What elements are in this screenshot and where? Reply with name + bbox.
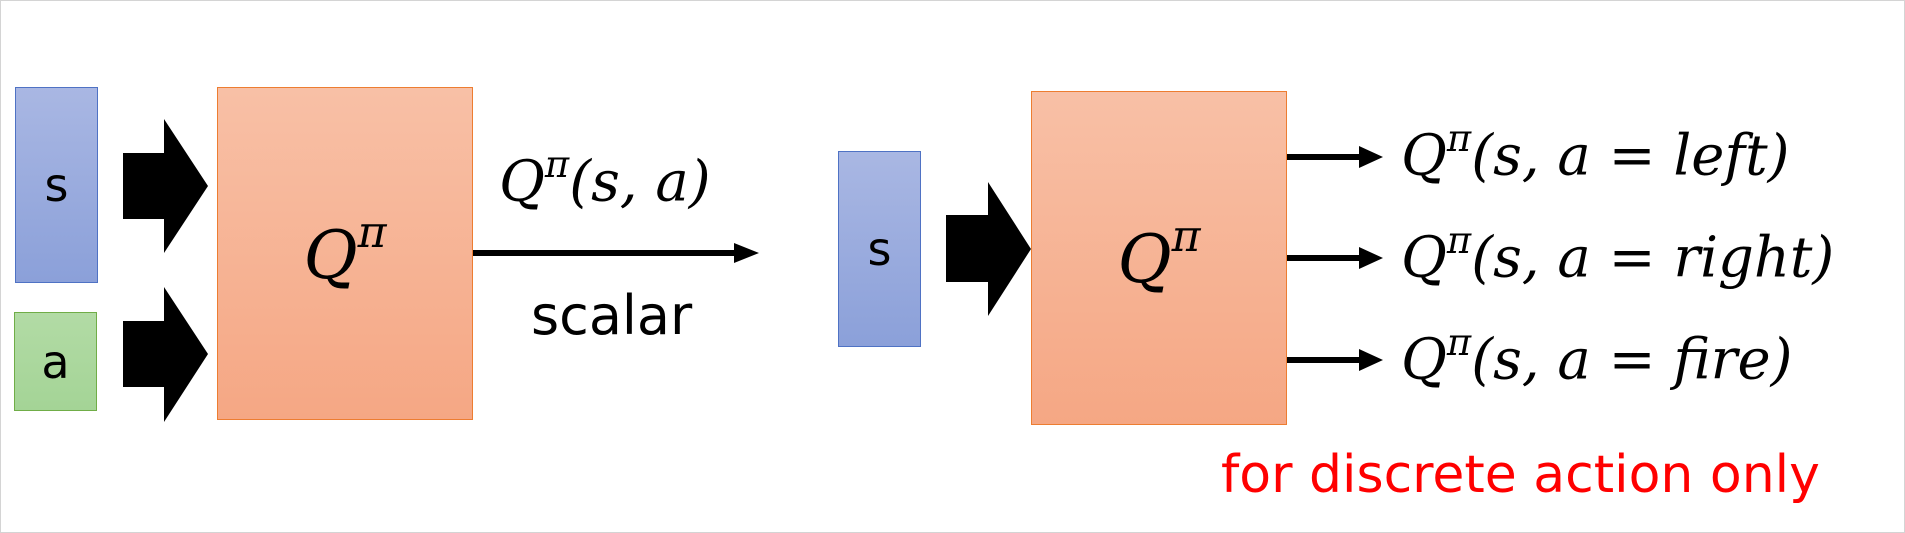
q-output-fire: Qπ(s, a = fire) [1401,321,1793,393]
q-output-expression: Qπ(s, a) [499,143,711,215]
q-output-left: Qπ(s, a = left) [1401,117,1790,189]
block-arrow-action-to-network [123,287,208,422]
scalar-caption: scalar [531,284,693,347]
state-input-box: s [15,87,98,283]
state-label: s [44,158,69,212]
state-label-right: s [867,222,892,276]
state-input-box-right: s [838,151,921,347]
output-arrow-left-head [1359,146,1383,168]
discrete-action-note: for discrete action only [1221,445,1820,505]
q-network-label: Qπ [303,206,387,294]
block-arrow-state-to-network [123,119,208,253]
output-arrow-right-head [1359,247,1383,269]
block-arrow-state-to-network-right [946,182,1031,316]
q-network-label-right: Qπ [1117,211,1201,298]
action-input-box: a [14,312,97,411]
q-network-box: Qπ [217,87,473,420]
q-network-box-right: Qπ [1031,91,1287,425]
q-output-right: Qπ(s, a = right) [1401,219,1835,291]
output-arrow-head [734,243,759,263]
output-arrow-fire-head [1359,349,1383,371]
action-label: a [41,334,70,389]
